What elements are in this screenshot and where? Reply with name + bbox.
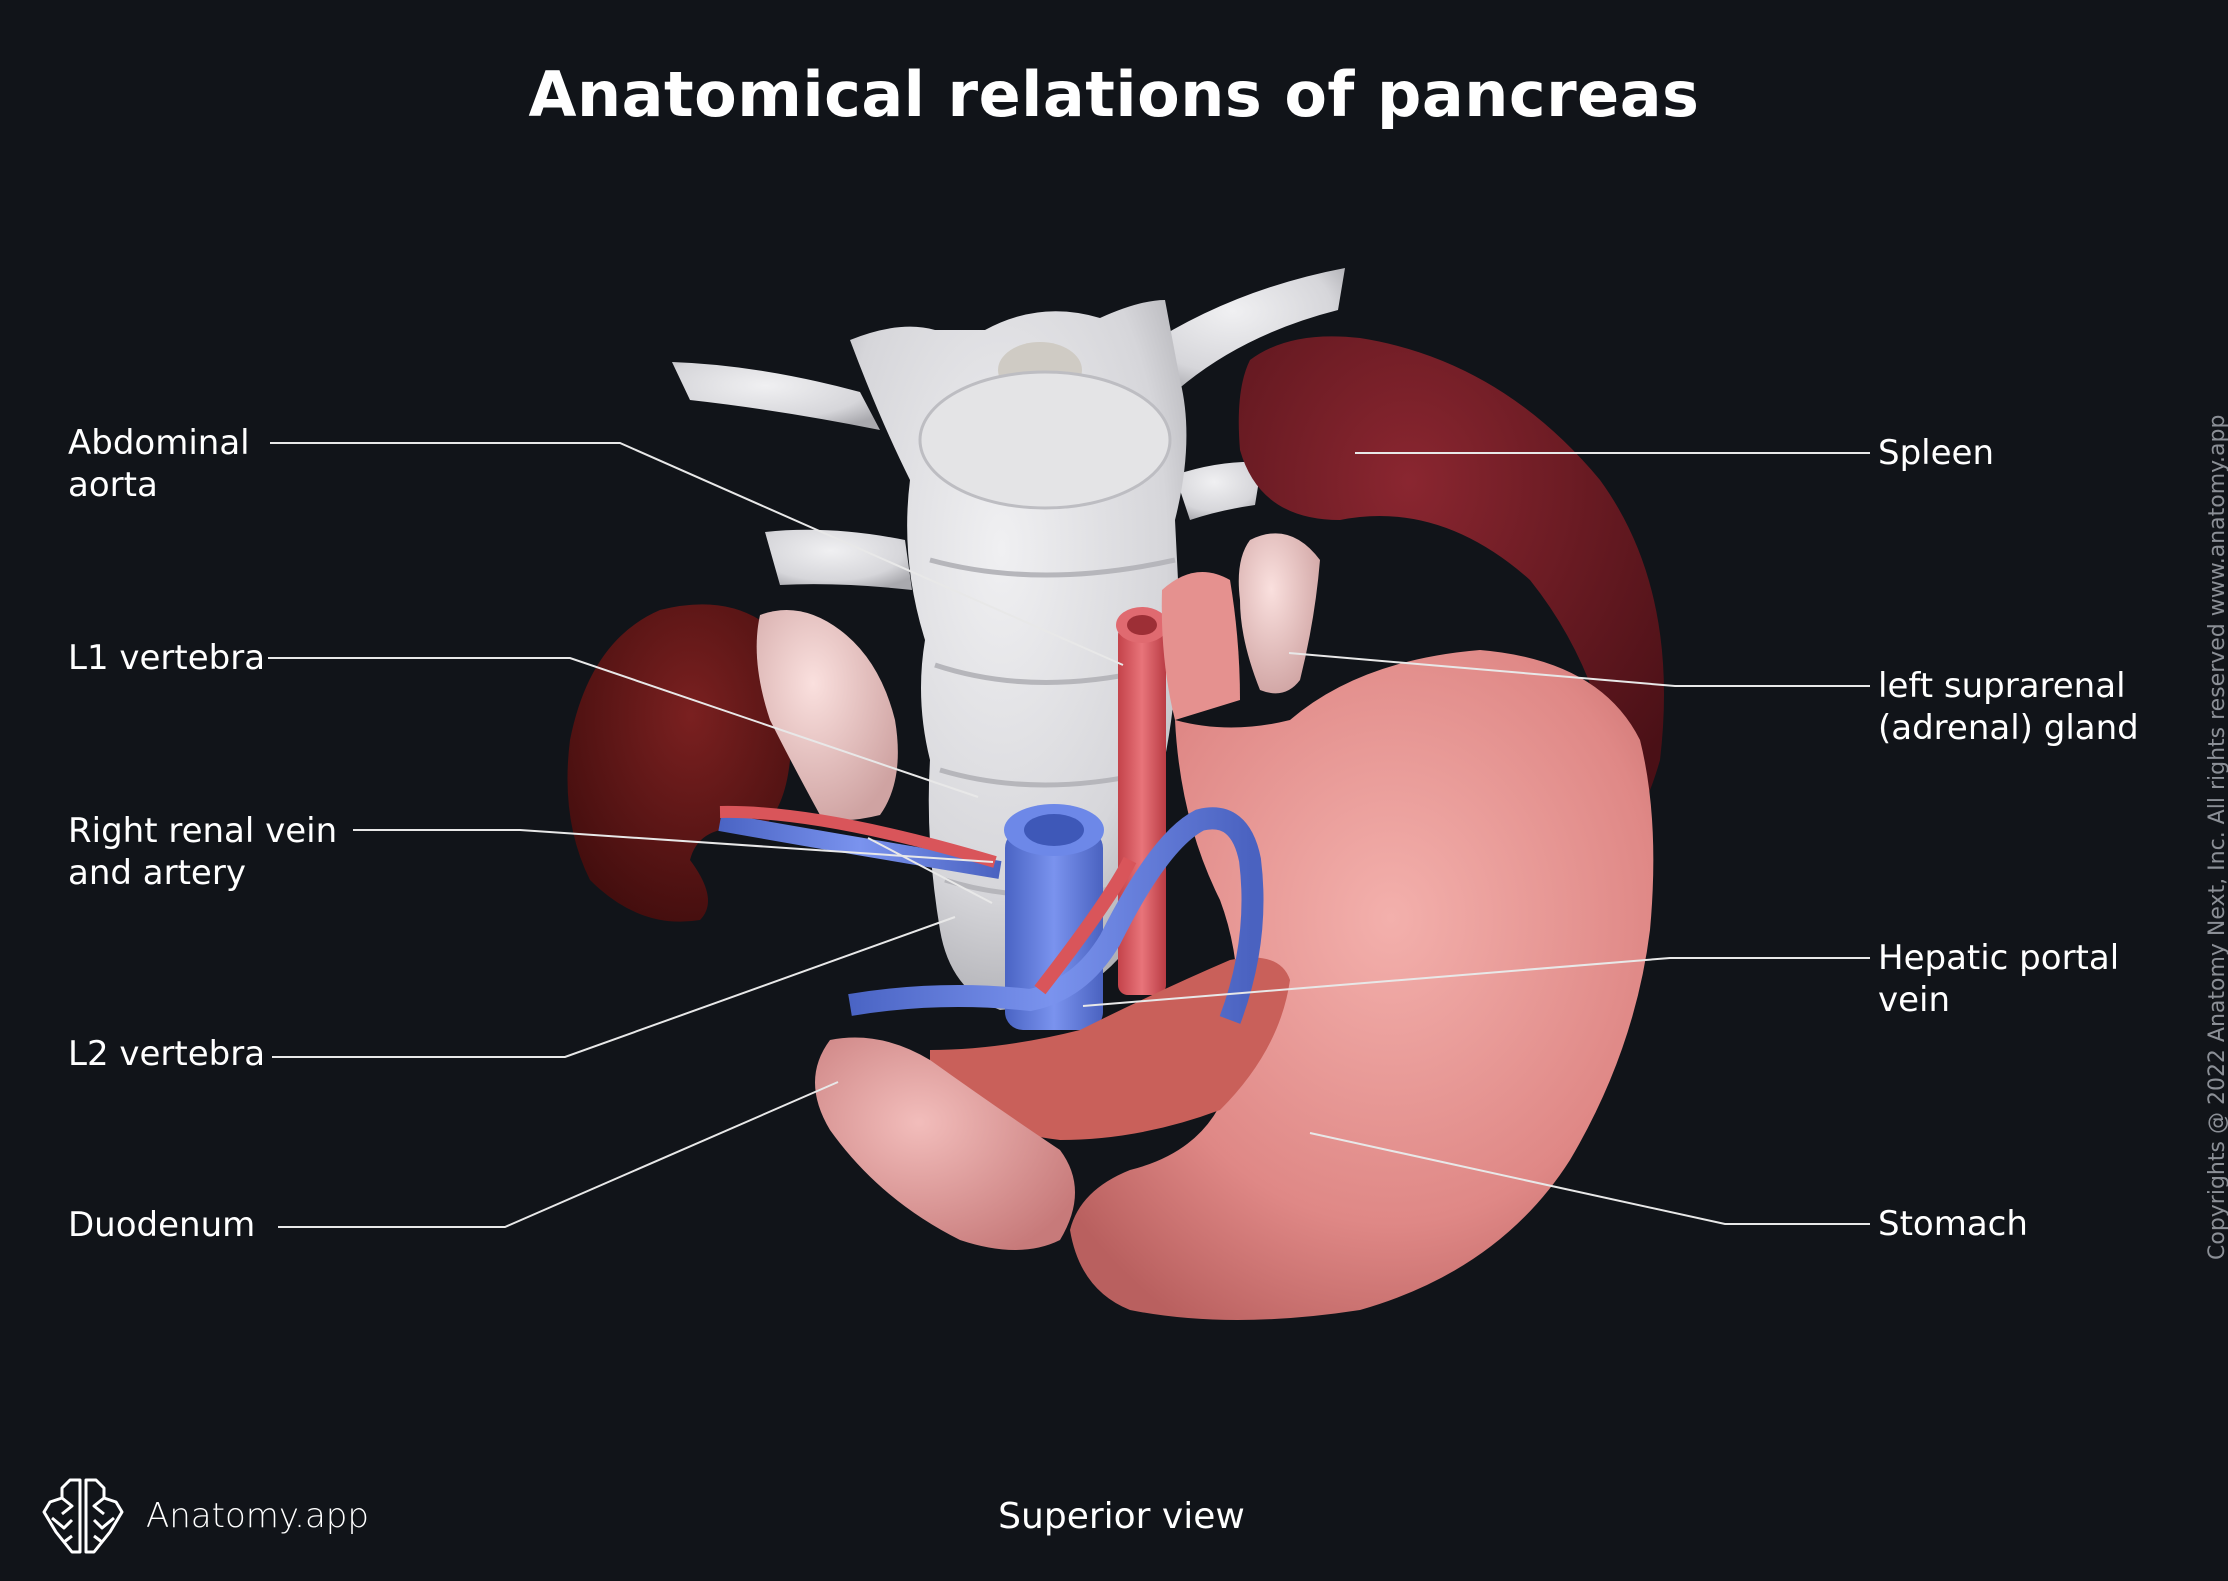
label-hepatic-portal-vein: Hepatic portal vein [1878,938,2120,1020]
leader-right-renal-branch [867,837,993,904]
pancreas [930,957,1290,1140]
copyright-text: Copyrights @ 2022 Anatomy Next, Inc. All… [2205,414,2228,1260]
leader-left-suprarenal [1288,652,1870,687]
leader-l2-vertebra [272,916,956,1058]
brand: Anatomy.app [40,1476,369,1556]
right-kidney [567,604,792,922]
leader-l1-vertebra [268,657,979,798]
brand-name: Anatomy.app [146,1496,369,1536]
ribs [672,268,1345,590]
view-label: Superior view [998,1496,1245,1537]
hepatic-portal-vein [848,807,1264,1024]
label-spleen: Spleen [1878,433,1994,473]
leader-lines [268,442,1870,1228]
spleen [1238,336,1664,822]
leader-duodenum [278,1081,839,1228]
label-abdominal-aorta: Abdominal aorta [68,423,250,505]
label-left-suprarenal-gland: left suprarenal (adrenal) gland [1878,666,2139,748]
page-title: Anatomical relations of pancreas [528,58,1700,131]
leader-right-renal [353,829,994,863]
right-suprarenal-gland [756,610,898,820]
leader-abdominal-aorta [270,442,1124,666]
duodenum [815,1037,1075,1250]
label-duodenum: Duodenum [68,1205,256,1245]
leader-hepatic-portal-vein [1082,957,1870,1007]
esophagus [1161,572,1240,720]
right-renal-artery [719,805,997,868]
right-renal-vein [718,813,1002,879]
label-l1-vertebra: L1 vertebra [68,638,266,678]
label-l2-vertebra: L2 vertebra [68,1034,266,1074]
hepatic-artery [1034,856,1137,995]
leader-stomach [1309,1132,1870,1225]
brain-logo-icon [42,1478,124,1554]
left-suprarenal-gland [1238,533,1320,694]
label-right-renal-vein-artery: Right renal vein and artery [68,811,338,893]
label-stomach: Stomach [1878,1204,2028,1244]
